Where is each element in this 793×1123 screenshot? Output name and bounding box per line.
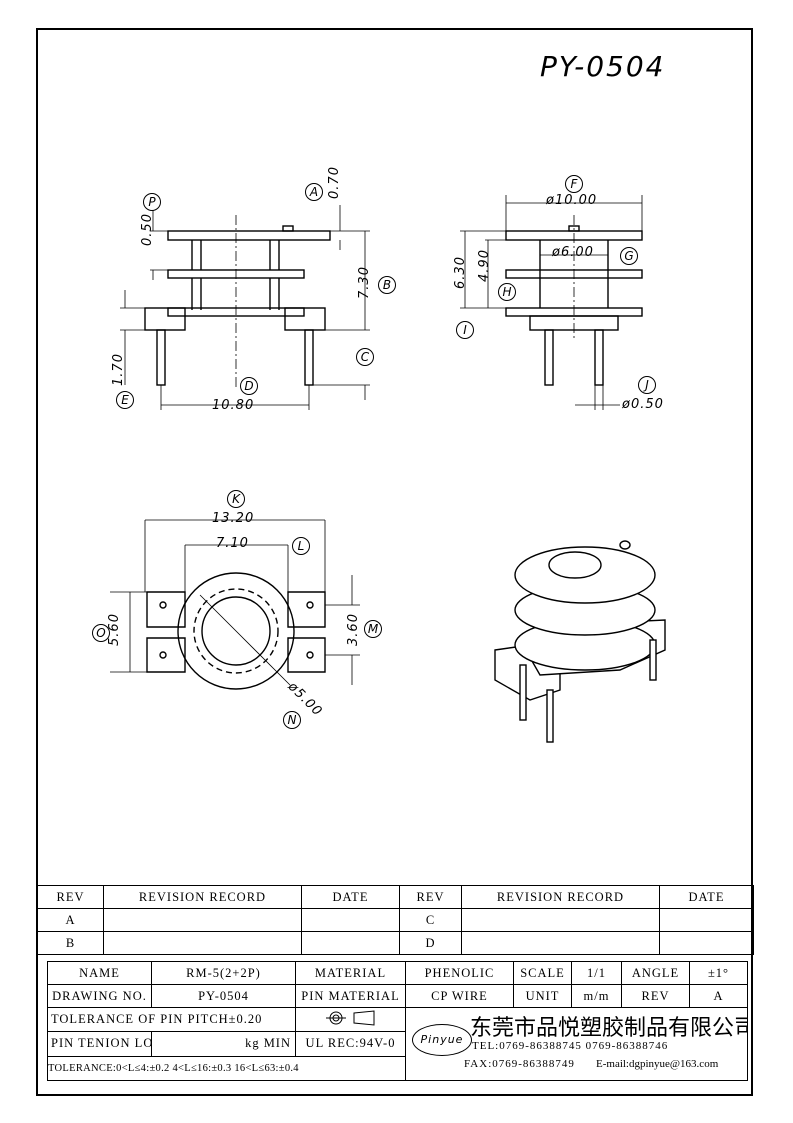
revision-record-header-2: REVISION RECORD: [461, 885, 660, 909]
company-tel: TEL:0769-86388745 0769-86388746: [472, 1040, 669, 1052]
dim-f-value: ø10.00: [546, 193, 598, 208]
callout-b: B: [378, 276, 396, 294]
rev-cell: B: [37, 931, 104, 955]
bottom-view: [110, 519, 360, 690]
callout-l: L: [292, 537, 310, 555]
angle-value: ±1°: [689, 961, 748, 985]
callout-a: A: [305, 183, 323, 201]
pinyue-logo: Pinyue: [412, 1024, 472, 1056]
front-view: [120, 205, 370, 410]
callout-j: J: [638, 376, 656, 394]
title-block: NAME RM-5(2+2P) MATERIAL PHENOLIC SCALE …: [47, 961, 748, 1082]
spec-row-2: DRAWING NO. PY-0504 PIN MATERIAL CP WIRE…: [47, 984, 748, 1008]
callout-o: O: [92, 624, 110, 642]
dim-g-value: ø6.00: [552, 245, 594, 260]
dim-b-value: 7.30: [356, 266, 372, 299]
spec-row-5: TOLERANCE:0<L≤4:±0.2 4<L≤16:±0.3 16<L≤63…: [47, 1055, 748, 1082]
projection-symbol-icon: [325, 1010, 374, 1026]
tolerance-line: TOLERANCE:0<L≤4:±0.2 4<L≤16:±0.3 16<L≤63…: [47, 1055, 406, 1082]
callout-p: P: [143, 193, 161, 211]
record-cell: [461, 931, 660, 955]
dim-p-value: 0.50: [139, 213, 155, 246]
revision-row: B D: [37, 931, 754, 955]
callout-n: N: [283, 711, 301, 729]
rev-cell: C: [399, 908, 462, 932]
unit-value: m/m: [571, 984, 622, 1008]
side-view: [460, 195, 643, 410]
date-cell: [659, 908, 754, 932]
dim-e-value: 1.70: [110, 353, 126, 386]
callout-e: E: [116, 391, 134, 409]
revision-table: REV REVISION RECORD DATE REV REVISION RE…: [37, 885, 754, 955]
drawing-no-label: DRAWING NO.: [47, 984, 152, 1008]
date-cell: [301, 908, 400, 932]
rev-header: REV: [37, 885, 104, 909]
tolerance-pitch: TOLERANCE OF PIN PITCH±0.20: [47, 1006, 296, 1033]
callout-d: D: [240, 377, 258, 395]
pin-tension-label: PIN TENION LOAD: [47, 1031, 152, 1057]
dim-h-value: 4.90: [476, 249, 492, 282]
rev-header-2: REV: [399, 885, 462, 909]
callout-f: F: [565, 175, 583, 193]
pin-tension-value: kg MIN: [151, 1031, 296, 1057]
technical-drawing: [110, 195, 666, 743]
drawing-no-value: PY-0504: [151, 984, 296, 1008]
date-cell: [301, 931, 400, 955]
company-fax: FAX:0769-86388749: [464, 1058, 575, 1070]
callout-h: H: [498, 283, 516, 301]
material-label: MATERIAL: [295, 961, 406, 985]
record-cell: [103, 908, 302, 932]
revision-header-row: REV REVISION RECORD DATE REV REVISION RE…: [37, 885, 754, 909]
ul-rec: UL REC:94V-0: [295, 1031, 406, 1057]
callout-g: G: [620, 247, 638, 265]
record-cell: [103, 931, 302, 955]
pin-material-label: PIN MATERIAL: [295, 984, 406, 1008]
name-value: RM-5(2+2P): [151, 961, 296, 985]
dim-k-value: 13.20: [212, 511, 255, 526]
spec-row-1: NAME RM-5(2+2P) MATERIAL PHENOLIC SCALE …: [47, 961, 748, 985]
material-value: PHENOLIC: [405, 961, 514, 985]
dim-j-value: ø0.50: [622, 397, 664, 412]
revision-row: A C: [37, 908, 754, 932]
unit-label: UNIT: [513, 984, 572, 1008]
callout-k: K: [227, 490, 245, 508]
date-header-2: DATE: [659, 885, 754, 909]
callout-c: C: [356, 348, 374, 366]
rev-label: REV: [621, 984, 690, 1008]
drawing-title: PY-0504: [540, 50, 666, 83]
callout-i: I: [456, 321, 474, 339]
date-header: DATE: [301, 885, 400, 909]
dim-d-value: 10.80: [212, 398, 255, 413]
dim-i-value: 6.30: [452, 256, 468, 289]
revision-record-header: REVISION RECORD: [103, 885, 302, 909]
company-block: Pinyue 东莞市品悦塑胶制品有限公司 TEL:0769-86388745 0…: [405, 1007, 748, 1081]
spec-row-3: TOLERANCE OF PIN PITCH±0.20 Pinyue 东莞市品悦…: [47, 1006, 748, 1081]
company-email: E-mail:dgpinyue@163.com: [596, 1058, 719, 1070]
drawing-frame: [36, 28, 753, 1096]
dim-a-value: 0.70: [326, 166, 342, 199]
scale-label: SCALE: [513, 961, 572, 985]
record-cell: [461, 908, 660, 932]
isometric-view: [494, 540, 666, 743]
date-cell: [659, 931, 754, 955]
dim-m-value: 3.60: [345, 613, 361, 646]
scale-value: 1/1: [571, 961, 622, 985]
pin-material-value: CP WIRE: [405, 984, 514, 1008]
callout-m: M: [364, 620, 382, 638]
projection-symbol: [295, 1006, 406, 1033]
rev-value: A: [689, 984, 748, 1008]
angle-label: ANGLE: [621, 961, 690, 985]
rev-cell: A: [37, 908, 104, 932]
dim-l-value: 7.10: [216, 536, 249, 551]
rev-cell: D: [399, 931, 462, 955]
name-label: NAME: [47, 961, 152, 985]
company-name: 东莞市品悦塑胶制品有限公司: [470, 1016, 748, 1041]
spec-row-4: PIN TENION LOAD kg MIN UL REC:94V-0: [47, 1031, 748, 1057]
